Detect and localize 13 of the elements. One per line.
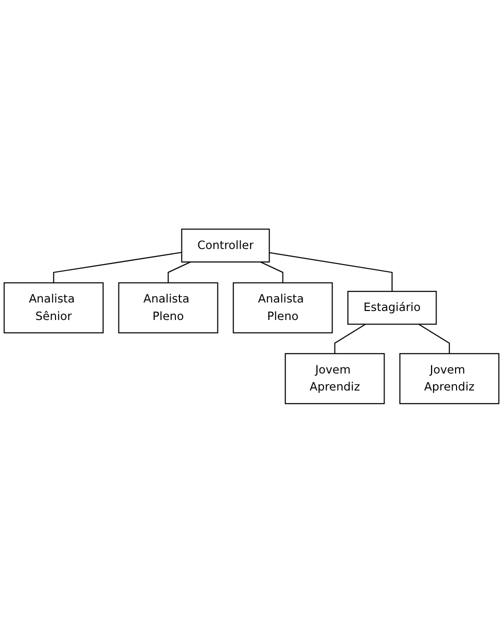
node-box [284,352,385,404]
connector [334,323,366,354]
node-box [181,228,270,262]
connector [168,261,191,282]
connector [269,252,393,291]
connector [418,323,450,354]
node-box [399,352,500,404]
node-box [118,282,218,333]
connector [260,261,284,282]
node-box [347,290,437,324]
node-box [232,282,333,333]
node-box [4,282,104,333]
connector [53,251,182,282]
